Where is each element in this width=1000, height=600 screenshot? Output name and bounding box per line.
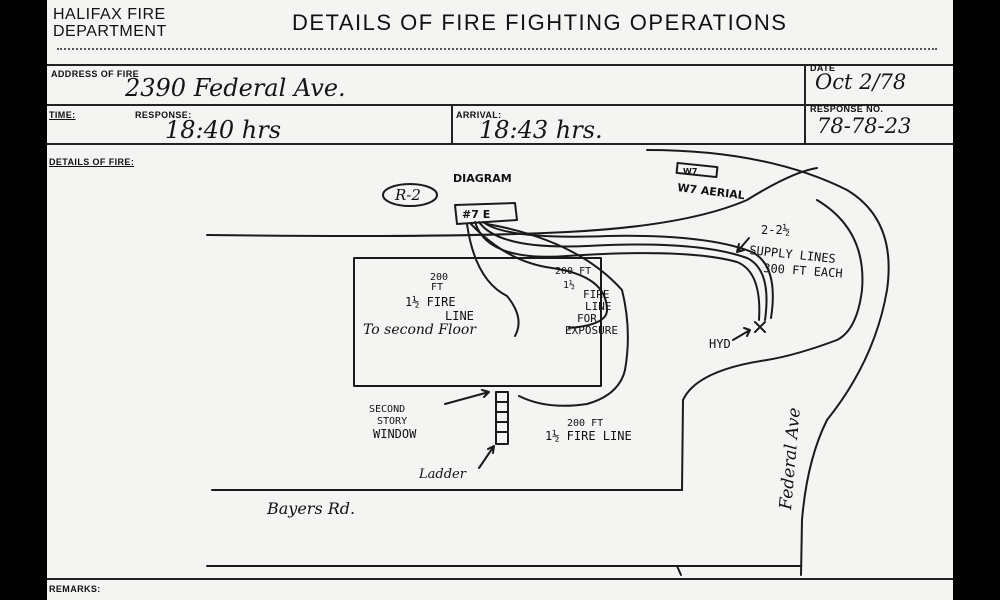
road-tick — [676, 565, 682, 576]
remarks-label: REMARKS: — [49, 584, 101, 594]
line2-e: FOR — [577, 312, 597, 325]
arrow-supply — [736, 237, 750, 253]
building-outline — [353, 257, 602, 387]
address-label: ADDRESS OF FIRE — [51, 69, 140, 79]
r2-oval — [382, 183, 438, 207]
form-title: DETAILS OF FIRE FIGHTING OPERATIONS — [292, 10, 788, 35]
window-c: WINDOW — [373, 427, 417, 441]
ladder-label: Ladder — [418, 467, 467, 482]
arrow-window — [444, 389, 490, 405]
address-value: 2390 Federal Ave. — [125, 74, 346, 102]
road-right-curve — [646, 149, 890, 576]
arrival-value: 18:43 hrs. — [479, 116, 603, 144]
rule-bottom — [47, 143, 953, 145]
aerial-label: W7 AERIAL — [677, 181, 746, 202]
line1-e: To second Floor — [363, 322, 477, 338]
ladder-rungs — [495, 401, 509, 433]
line1-a: 200 — [430, 272, 448, 283]
line2-d: LINE — [585, 300, 612, 313]
department-line-2: DEPARTMENT — [53, 23, 167, 40]
line3-a: 200 FT — [567, 418, 603, 429]
date-label: DATE — [810, 63, 836, 73]
department-name: HALIFAX FIRE DEPARTMENT — [53, 6, 167, 40]
response-no-value: 78-78-23 — [817, 114, 912, 138]
fire-scene-diagram: DIAGRAM R-2 #7 E W7 W7 AERIAL 2-2½ SUPPL… — [206, 149, 890, 576]
time-label: TIME: — [49, 110, 76, 120]
r2-label: R-2 — [394, 186, 421, 204]
rule-arrival-divider — [451, 104, 453, 143]
fire-report-form: HALIFAX FIRE DEPARTMENT DETAILS OF FIRE … — [47, 0, 953, 600]
date-value: Oct 2/78 — [815, 70, 907, 94]
diagram-title: DIAGRAM — [453, 172, 512, 185]
street-federal: Federal Ave — [776, 407, 805, 512]
department-line-1: HALIFAX FIRE — [53, 6, 166, 23]
aerial-box-label: W7 — [683, 167, 697, 176]
fire-line-second-floor — [466, 223, 520, 337]
supply-label-top: 2-2½ — [761, 223, 790, 237]
road-inner-curve — [681, 199, 864, 491]
response-no-label: RESPONSE NO. — [810, 104, 884, 114]
street-bayers: Bayers Rd. — [266, 499, 355, 518]
window-a: SECOND — [369, 404, 405, 415]
header-rule — [57, 48, 937, 50]
hydrant-x — [754, 321, 766, 333]
arrow-ladder — [478, 445, 495, 469]
supply-label-bottom: 300 FT EACH — [763, 261, 843, 281]
rule-mid — [47, 104, 953, 106]
line3-b: 1½ FIRE LINE — [545, 429, 632, 443]
engine-box — [454, 202, 518, 225]
response-value: 18:40 hrs — [165, 116, 282, 144]
fire-line-exposure — [470, 223, 608, 329]
rule-date-divider — [804, 64, 806, 143]
rule-top — [47, 64, 953, 66]
rule-remarks — [47, 578, 953, 580]
aerial-box — [675, 161, 719, 179]
ladder-shape — [495, 391, 509, 445]
line2-a: 200 FT — [555, 266, 591, 277]
hydrant-label: HYD — [709, 337, 731, 351]
fire-line-lower — [486, 223, 629, 407]
line2-c: FIRE — [583, 288, 610, 301]
window-b: STORY — [377, 416, 407, 427]
line1-d: LINE — [445, 309, 474, 323]
details-label: DETAILS OF FIRE: — [49, 157, 135, 167]
supply-line-3 — [482, 221, 774, 319]
response-label: RESPONSE: — [135, 110, 192, 120]
line2-b: 1½ — [563, 279, 575, 291]
supply-line-2 — [478, 221, 768, 321]
engine-label: #7 E — [462, 208, 490, 221]
line1-c: 1½ FIRE — [405, 295, 456, 309]
arrival-label: ARRIVAL: — [456, 110, 502, 120]
road-upper-edge — [206, 167, 818, 237]
line1-b: FT — [431, 282, 443, 293]
line2-f: EXPOSURE — [565, 324, 618, 337]
arrow-hydrant — [732, 327, 751, 341]
